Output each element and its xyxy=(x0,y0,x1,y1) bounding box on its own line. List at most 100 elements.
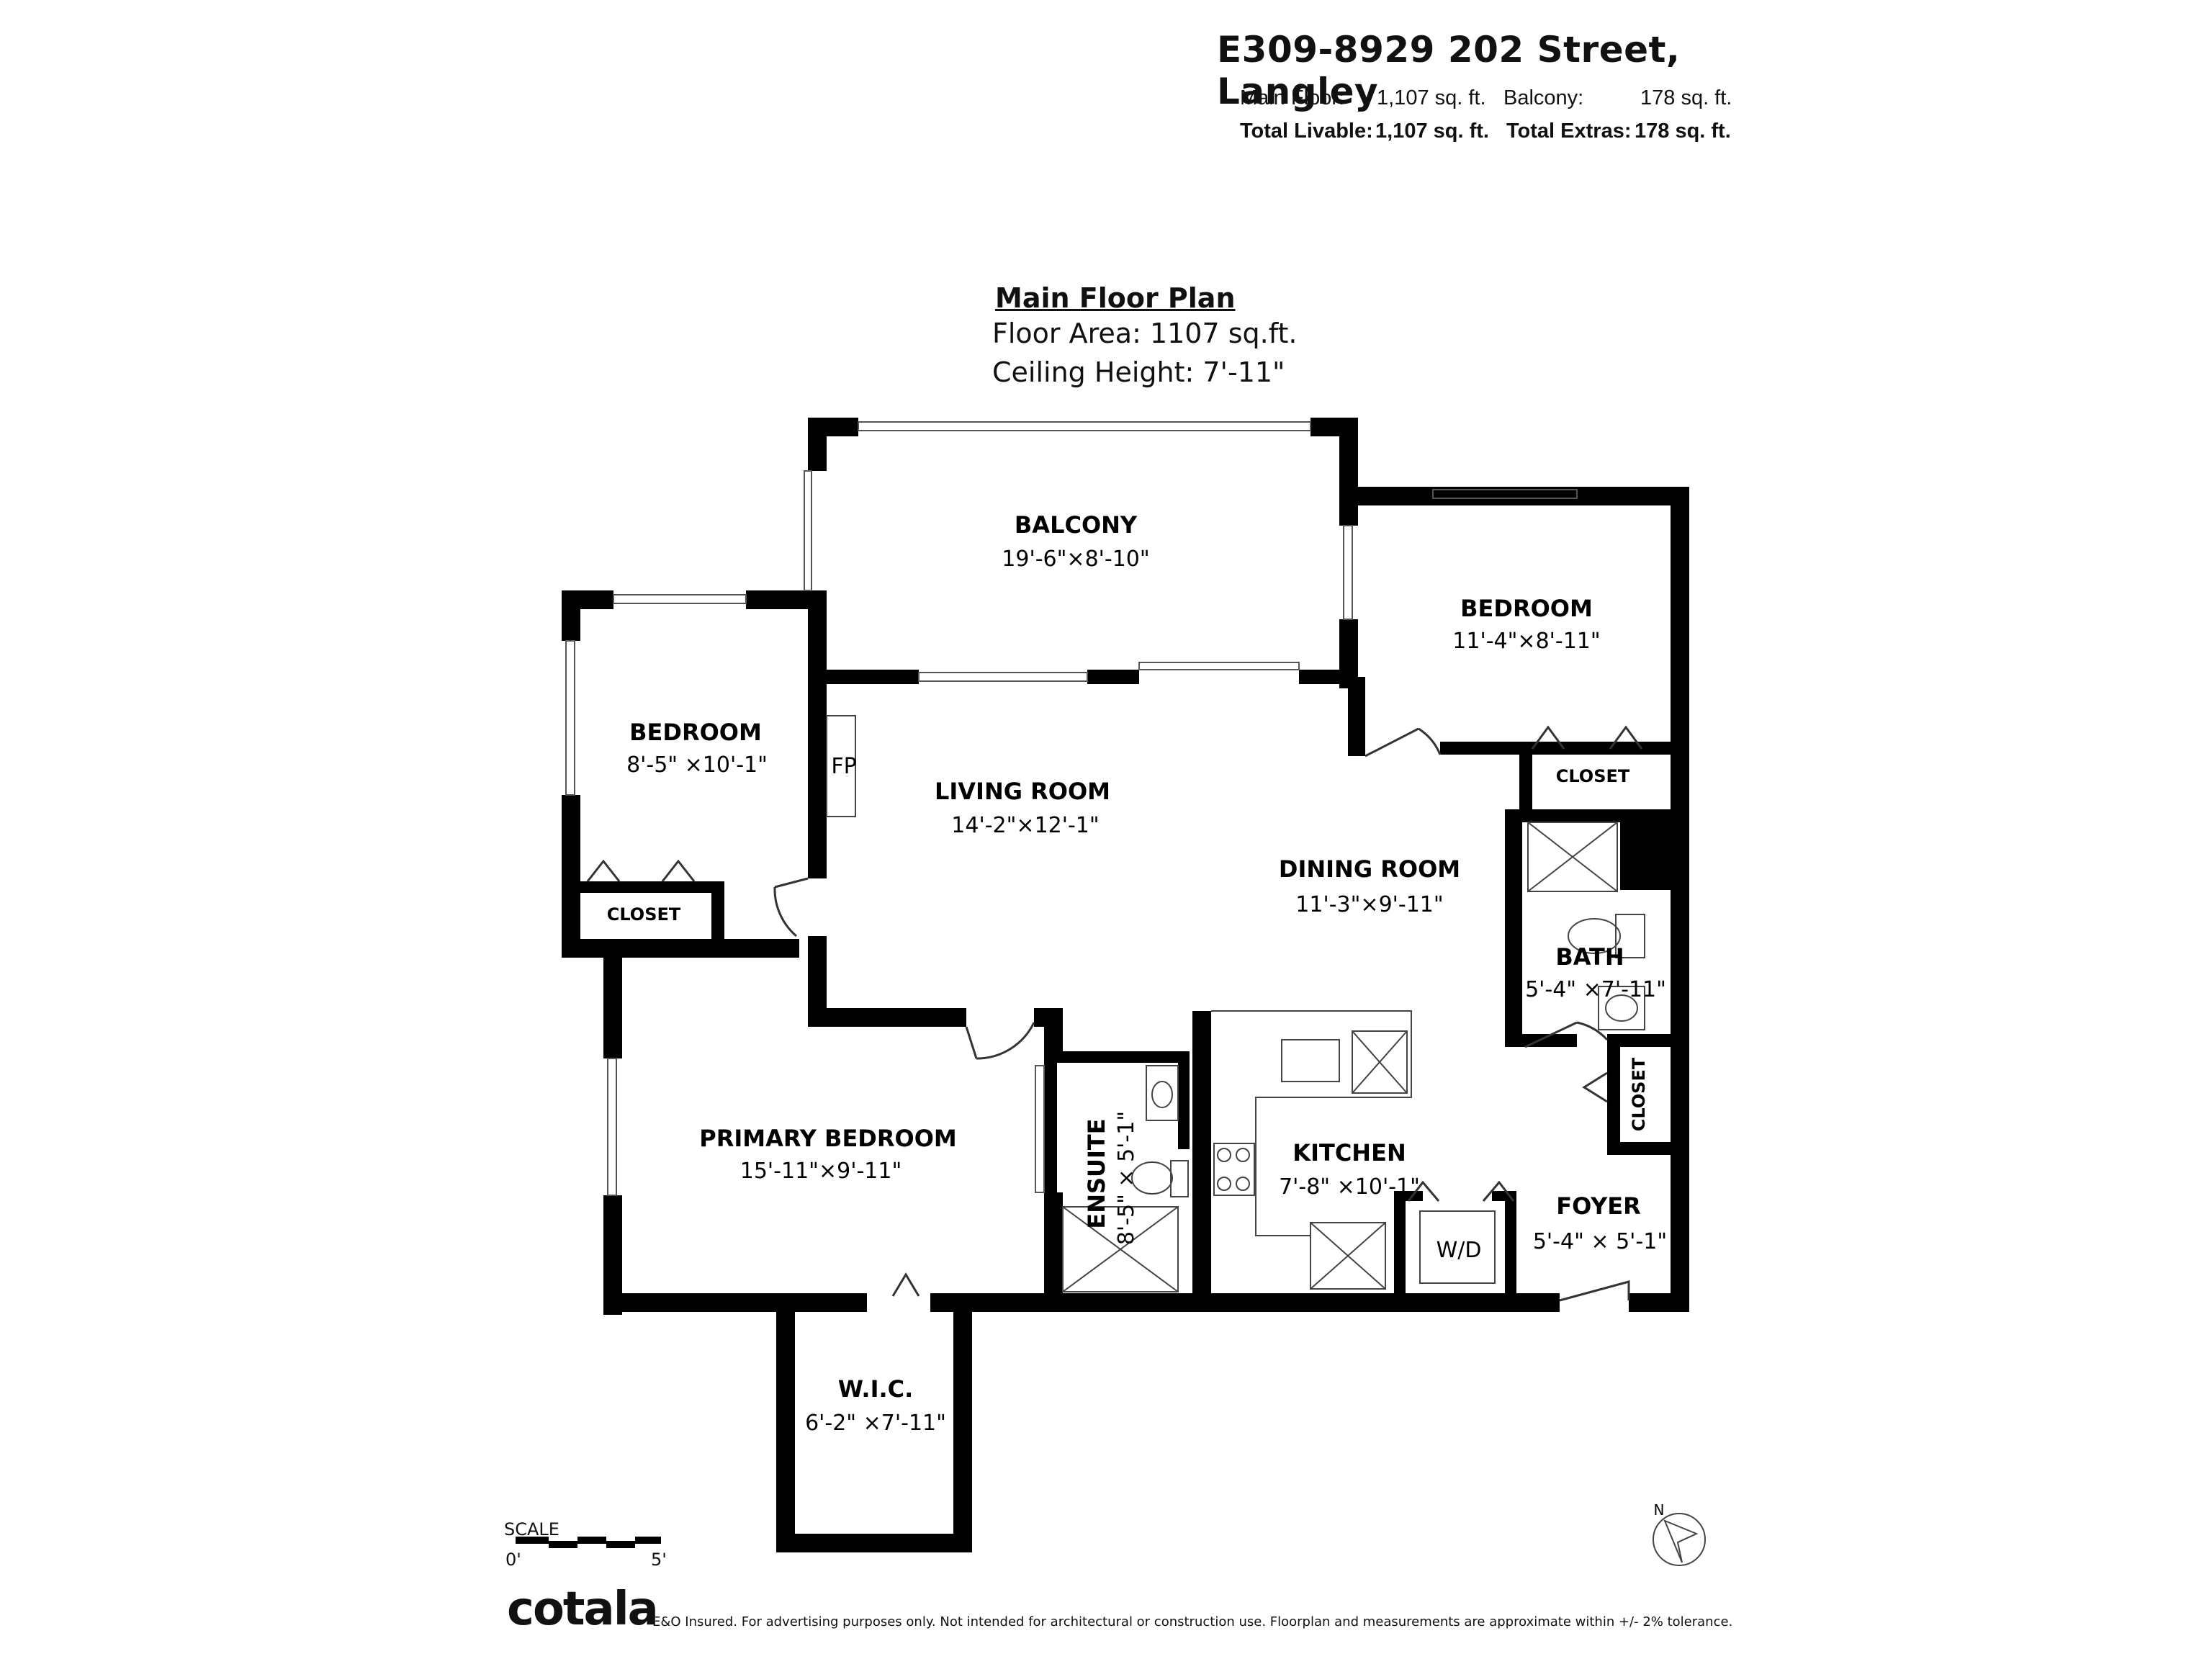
fridge-x xyxy=(1310,1222,1386,1290)
entry-door xyxy=(1559,1280,1630,1302)
stovetop xyxy=(1213,1143,1255,1196)
wall xyxy=(1519,749,1532,818)
wall xyxy=(1192,1011,1211,1309)
living-room-name: LIVING ROOM xyxy=(935,778,1110,805)
wall xyxy=(1505,1191,1516,1293)
shower-drain xyxy=(1062,1206,1179,1292)
ceiling-height: Ceiling Height: 7'-11" xyxy=(992,356,1285,388)
scale-segment xyxy=(635,1537,661,1544)
closet-doors xyxy=(1531,725,1643,750)
wall xyxy=(1087,670,1139,684)
door-swing xyxy=(773,877,809,938)
compass-north-label: N xyxy=(1654,1501,1665,1519)
wall xyxy=(1620,809,1671,890)
shower xyxy=(1527,822,1618,892)
brand-logo: cotala xyxy=(507,1583,659,1636)
primary-bedroom-name: PRIMARY BEDROOM xyxy=(699,1125,957,1152)
wall xyxy=(603,1293,867,1312)
main-floor-label: Main Floor: xyxy=(1240,86,1345,109)
window xyxy=(1035,1065,1045,1193)
dining-room-name: DINING ROOM xyxy=(1279,855,1460,883)
vanity xyxy=(1598,986,1645,1030)
fixtures xyxy=(826,715,1706,1566)
wall xyxy=(711,881,724,950)
closet-doors xyxy=(586,859,696,882)
wall xyxy=(1348,677,1365,756)
wall xyxy=(808,670,919,684)
burner xyxy=(1236,1148,1250,1162)
fireplace-label: FP xyxy=(831,754,856,779)
window xyxy=(918,672,1088,682)
scale-end: 5' xyxy=(651,1550,667,1570)
sink xyxy=(1605,994,1638,1022)
wall xyxy=(1044,1008,1063,1051)
window xyxy=(607,1058,617,1196)
wall xyxy=(1053,1051,1190,1063)
washer-dryer-label: W/D xyxy=(1437,1238,1482,1263)
kitchen-dim: 7'-8" ×10'-1" xyxy=(1279,1174,1420,1200)
main-floor-value: 1,107 sq. ft. xyxy=(1377,86,1486,109)
foyer-name: FOYER xyxy=(1556,1192,1641,1220)
range-x xyxy=(1352,1030,1408,1094)
property-address: E309-8929 202 Street, Langley xyxy=(1217,29,1681,112)
burner xyxy=(1217,1177,1231,1191)
scale-bar xyxy=(516,1537,661,1548)
primary-bedroom-dim: 15'-11"×9'-11" xyxy=(740,1159,902,1184)
scale-segment xyxy=(516,1537,549,1544)
fridge xyxy=(1310,1222,1386,1290)
compass-ring xyxy=(1653,1513,1706,1566)
disclaimer: E&O Insured. For advertising purposes on… xyxy=(652,1614,1733,1629)
wall xyxy=(1607,1047,1620,1155)
floor-area: Floor Area: 1107 sq.ft. xyxy=(992,318,1298,349)
shower-drain xyxy=(1527,822,1618,892)
closet-label-left: CLOSET xyxy=(607,904,681,925)
closet-label-right: CLOSET xyxy=(1556,766,1630,786)
walls xyxy=(562,418,1689,1552)
ensuite-name: ENSUITE xyxy=(1083,1118,1110,1228)
range xyxy=(1352,1030,1408,1094)
wall xyxy=(808,590,827,878)
wall xyxy=(603,939,622,1058)
burner xyxy=(1236,1177,1250,1191)
living-room-dim: 14'-2"×12'-1" xyxy=(951,813,1099,838)
wall xyxy=(1607,1142,1671,1155)
wall xyxy=(562,590,580,641)
washer-dryer xyxy=(1419,1210,1496,1284)
wall xyxy=(1629,1293,1689,1312)
closet-door xyxy=(1582,1071,1608,1103)
wall xyxy=(1607,1034,1671,1047)
balcony-dim: 19'-6"×8'-10" xyxy=(1002,547,1149,572)
dining-room-dim: 11'-3"×9'-11" xyxy=(1295,892,1443,917)
sliding-door xyxy=(1138,662,1300,670)
kitchen-name: KITCHEN xyxy=(1292,1139,1406,1166)
bedroom-right-dim: 11'-4"×8'-11" xyxy=(1452,629,1600,654)
bedroom-right-name: BEDROOM xyxy=(1460,595,1593,622)
window xyxy=(1432,489,1578,499)
ensuite-sink xyxy=(1146,1065,1179,1121)
wall xyxy=(1394,1191,1406,1293)
bedroom-left-dim: 8'-5" ×10'-1" xyxy=(626,752,768,778)
scale-segment xyxy=(606,1541,635,1548)
wall xyxy=(776,1534,972,1552)
wall xyxy=(953,1300,972,1552)
fireplace xyxy=(826,715,856,817)
ensuite-dim: 8'-5" × 5'-1" xyxy=(1114,1111,1139,1245)
window xyxy=(565,640,575,796)
balcony-label: Balcony: xyxy=(1503,86,1584,109)
total-extras-value: 178 sq. ft. xyxy=(1635,120,1731,143)
closet-label-bath: CLOSET xyxy=(1629,1057,1649,1131)
window xyxy=(804,470,812,591)
wall xyxy=(1505,809,1522,1047)
foyer-dim: 5'-4" × 5'-1" xyxy=(1533,1229,1667,1254)
scale-segment xyxy=(549,1541,577,1548)
bath-name: BATH xyxy=(1555,943,1624,971)
plan-title-block: Main Floor Plan Floor Area: 1107 sq.ft. … xyxy=(992,282,1297,392)
bath-dim: 5'-4" ×7'-11" xyxy=(1525,977,1666,1002)
wall xyxy=(1178,1051,1190,1149)
wall xyxy=(930,1293,1560,1312)
balcony-value: 178 sq. ft. xyxy=(1640,86,1732,109)
scale-label: SCALE xyxy=(504,1519,559,1539)
sink xyxy=(1151,1081,1173,1108)
total-livable-label: Total Livable: xyxy=(1240,120,1373,143)
total-extras-label: Total Extras: xyxy=(1506,120,1632,143)
